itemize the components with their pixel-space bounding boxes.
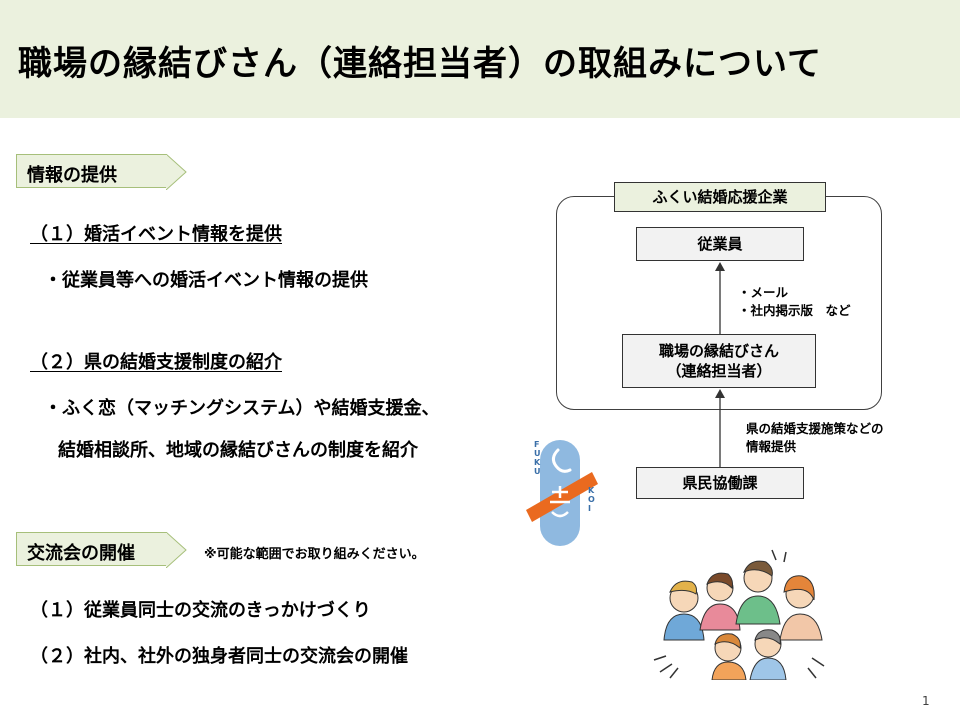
info-item1-heading: （１）婚活イベント情報を提供 [30,224,282,245]
section-tag-exchange: 交流会の開催 [16,532,187,568]
page-title: 職場の縁結びさん（連絡担当者）の取組みについて [18,44,822,84]
logo-text-right: KOI [588,486,595,513]
info-item2-bullet-line1: ・ふく恋（マッチングシステム）や結婚支援金、 [44,398,440,419]
contact-label-line2: （連絡担当者） [666,362,772,380]
employees-box: 従業員 [636,227,804,261]
info-item2-bullet-line2: 結婚相談所、地域の縁結びさんの制度を紹介 [58,440,418,461]
tag-arrow-shape [166,532,187,568]
info-item2-heading: （２）県の結婚支援制度の紹介 [30,352,282,373]
dept-info-line1: 県の結婚支援施策などの [746,421,884,436]
title-bar [0,0,960,118]
fukukoi-logo [526,440,598,546]
info-item1-bullet: ・従業員等への婚活イベント情報の提供 [44,270,368,291]
exchange-item1: （１）従業員同士の交流のきっかけづくり [30,600,371,621]
employees-label: 従業員 [697,234,743,253]
channel-line1: ・メール [738,285,789,300]
company-label: ふくい結婚応援企業 [652,187,788,206]
section-tag-info-label: 情報の提供 [27,165,117,186]
exchange-item2: （２）社内、社外の独身者同士の交流会の開催 [30,646,408,667]
company-box: ふくい結婚応援企業 [614,182,826,212]
arrow-up-to-contact [715,389,725,468]
contact-box: 職場の縁結びさん （連絡担当者） [622,334,816,388]
logo-text-left: FUKU [534,440,541,476]
tag-arrow-shape [166,154,187,190]
exchange-note: ※可能な範囲でお取り組みください。 [204,547,425,562]
dept-info-line2: 情報提供 [746,439,797,454]
section-tag-exchange-label: 交流会の開催 [27,543,135,564]
page-number: 1 [922,694,930,708]
arrow-up-to-employees [715,262,725,339]
dept-label: 県民協働課 [682,473,758,492]
people-chatting-illustration [653,549,825,680]
section-tag-info: 情報の提供 [16,154,187,190]
channel-line2: ・社内掲示版 など [738,303,851,318]
contact-label-line1: 職場の縁結びさん [658,341,779,360]
dept-box: 県民協働課 [636,467,804,499]
